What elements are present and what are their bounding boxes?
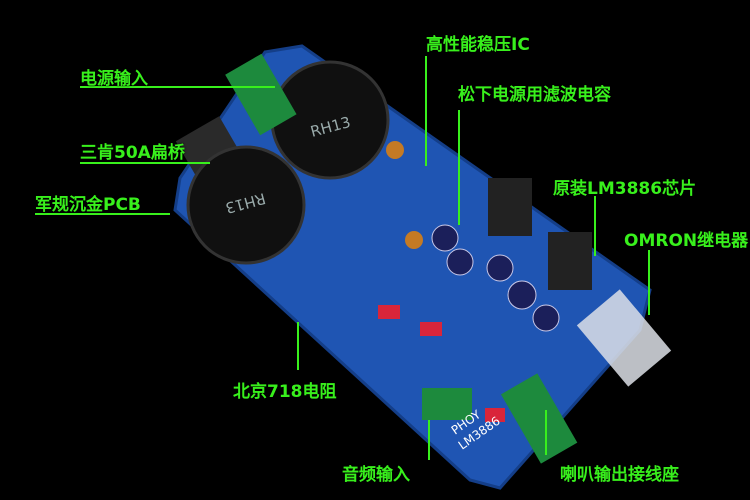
small-capacitor: [532, 304, 560, 332]
speaker-terminal: [500, 373, 578, 464]
label-power-input: 电源输入: [80, 69, 148, 89]
label-filter-caps: 松下电源用滤波电容: [458, 85, 611, 105]
label-speaker-output: 喇叭输出接线座: [560, 465, 679, 485]
callout-line-relay: [648, 250, 650, 315]
callout-line-audio: [428, 420, 430, 460]
callout-line-chip: [594, 196, 596, 256]
callout-line-power: [80, 86, 275, 88]
label-chip: 原装LM3886芯片: [553, 179, 697, 199]
film-capacitor: [485, 408, 505, 422]
label-regulator-ic: 高性能稳压IC: [426, 35, 530, 55]
callout-line-speaker: [545, 410, 547, 455]
callout-line-filter: [458, 110, 460, 225]
small-capacitor: [486, 254, 514, 282]
label-audio-input: 音频输入: [342, 465, 410, 485]
audio-input-terminal: [422, 388, 472, 420]
callout-line-bridge: [80, 162, 210, 164]
small-capacitor: [431, 224, 459, 252]
lm3886-chip-2: [548, 232, 592, 290]
label-relay: OMRON继电器: [624, 231, 749, 251]
film-capacitor: [420, 322, 442, 336]
label-bridge: 三肯50A扁桥: [80, 143, 185, 163]
power-terminal: [225, 53, 297, 136]
label-resistors: 北京718电阻: [233, 382, 337, 402]
small-capacitor: [386, 141, 404, 159]
small-capacitor: [507, 280, 537, 310]
filter-capacitor-2: [186, 145, 306, 265]
callout-line-regulator: [425, 56, 427, 166]
omron-relay: [576, 289, 672, 387]
callout-line-pcb: [35, 213, 170, 215]
film-capacitor: [378, 305, 400, 319]
label-pcb: 军规沉金PCB: [35, 195, 141, 215]
small-capacitor: [446, 248, 474, 276]
small-capacitor: [405, 231, 423, 249]
lm3886-chip-1: [488, 178, 532, 236]
callout-line-resistor: [297, 322, 299, 370]
